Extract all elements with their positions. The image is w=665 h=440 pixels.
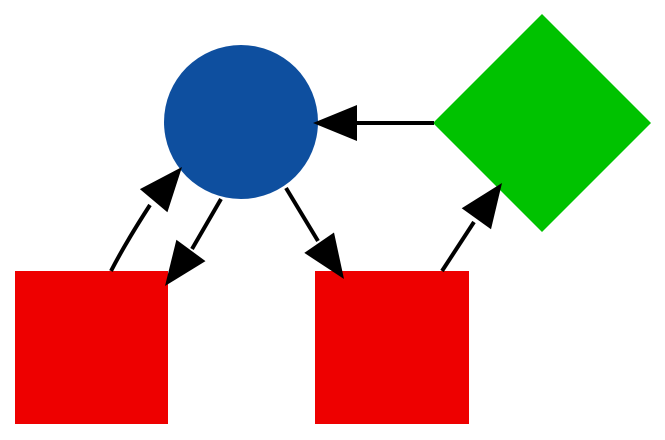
- edge-line: [284, 186, 320, 243]
- arrowhead: [139, 167, 182, 213]
- edge-square-right-to-diamond: [440, 183, 502, 273]
- edge-line: [190, 197, 223, 251]
- edge-circle-to-square-right: [284, 186, 344, 279]
- arrowhead: [313, 105, 357, 141]
- arrowhead: [165, 239, 206, 286]
- edges-layer: [109, 105, 502, 286]
- nodes-layer: [15, 14, 651, 424]
- arrowhead: [304, 232, 344, 279]
- edge-line: [440, 220, 476, 273]
- arrowhead: [461, 183, 502, 230]
- edge-line: [109, 203, 152, 272]
- edge-circle-to-square-left: [165, 197, 223, 286]
- node-diamond: [433, 14, 651, 232]
- edge-diamond-to-circle: [313, 105, 434, 141]
- node-circle: [164, 45, 318, 199]
- edge-square-left-to-circle: [109, 167, 182, 272]
- node-square-left: [15, 271, 168, 424]
- node-square-right: [315, 271, 469, 424]
